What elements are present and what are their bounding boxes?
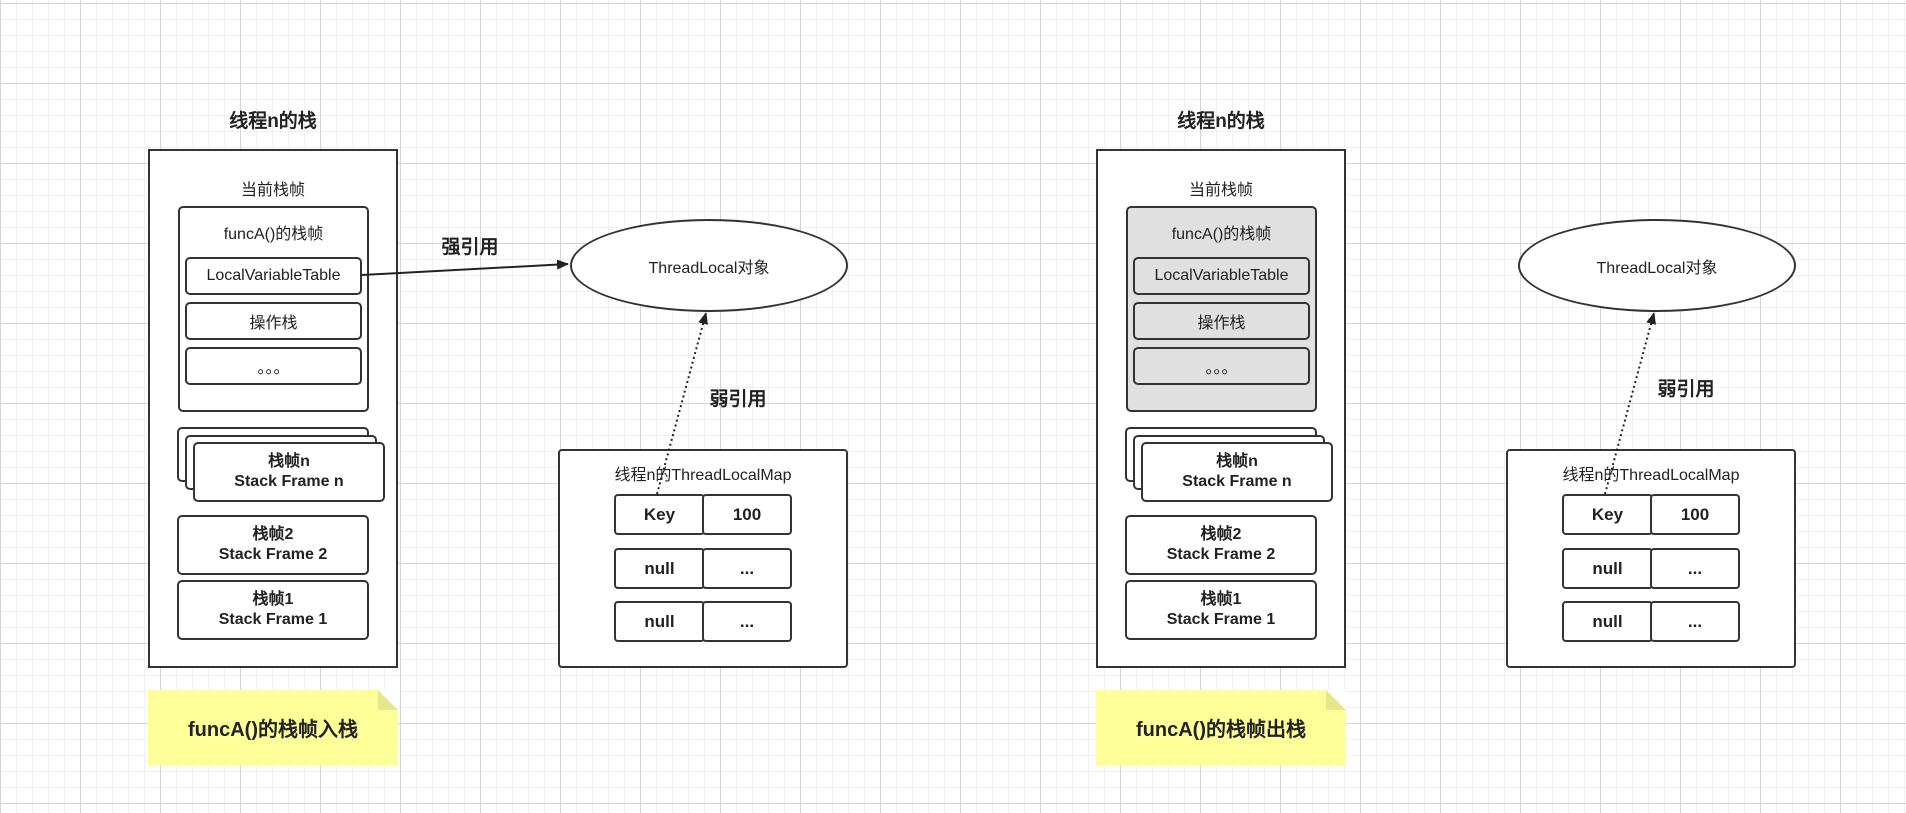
funcA-row-operand-stack: 操作栈 bbox=[185, 302, 362, 340]
stack-frame-n-en: Stack Frame n bbox=[234, 473, 344, 490]
note-fold bbox=[1326, 690, 1346, 710]
stack-frame-n-en: Stack Frame n bbox=[1182, 473, 1292, 490]
map-key-cell: Key bbox=[614, 494, 705, 535]
connectors bbox=[361, 259, 708, 495]
threadlocal-object: ThreadLocal对象 bbox=[1518, 219, 1796, 312]
funcA-row-localvariabletable: LocalVariableTable bbox=[1133, 257, 1310, 295]
map-value-cell: 100 bbox=[702, 494, 792, 535]
note-text: funcA()的栈帧出栈 bbox=[1136, 719, 1306, 741]
note-fold bbox=[378, 690, 398, 710]
weak-reference-arrow bbox=[1604, 312, 1656, 495]
stack-frame-2: 栈帧2 Stack Frame 2 bbox=[177, 515, 369, 575]
funcA-frame-label: funcA()的栈帧 bbox=[1171, 226, 1272, 243]
diagram-panel-push: 线程n的栈 当前栈帧 funcA()的栈帧 LocalVariableTable… bbox=[0, 0, 950, 813]
stack-frame-2-en: Stack Frame 2 bbox=[1166, 546, 1276, 563]
stack-frame-1-en: Stack Frame 1 bbox=[218, 611, 328, 628]
map-key-cell: Key bbox=[1562, 494, 1653, 535]
threadlocal-object: ThreadLocal对象 bbox=[570, 219, 848, 312]
strong-reference-label: 强引用 bbox=[441, 236, 499, 258]
threadlocalmap-title: 线程n的ThreadLocalMap bbox=[1562, 467, 1740, 484]
diagram-panel-pop: 线程n的栈 当前栈帧 funcA()的栈帧 LocalVariableTable… bbox=[948, 0, 1898, 813]
sticky-note: funcA()的栈帧入栈 bbox=[148, 690, 398, 765]
strong-reference-arrow bbox=[361, 259, 569, 276]
stack-frame-n: 栈帧n Stack Frame n bbox=[193, 442, 385, 502]
stack-frame-1-en: Stack Frame 1 bbox=[1166, 611, 1276, 628]
map-key-cell: null bbox=[1562, 601, 1653, 642]
map-value-cell: ... bbox=[1650, 548, 1740, 589]
current-frame-label: 当前栈帧 bbox=[240, 182, 305, 199]
funcA-row-ellipsis: 。。。 bbox=[1133, 347, 1310, 385]
map-value-cell: ... bbox=[1650, 601, 1740, 642]
stack-frame-2-en: Stack Frame 2 bbox=[218, 546, 328, 563]
stack-frame-n-cn: 栈帧n bbox=[268, 453, 310, 470]
funcA-row-operand-stack: 操作栈 bbox=[1133, 302, 1310, 340]
stack-frame-1-cn: 栈帧1 bbox=[1200, 591, 1242, 608]
stack-frame-1-cn: 栈帧1 bbox=[252, 591, 294, 608]
stack-title: 线程n的栈 bbox=[1177, 110, 1265, 132]
weak-reference-label: 弱引用 bbox=[1657, 378, 1715, 400]
funcA-frame-label: funcA()的栈帧 bbox=[223, 226, 324, 243]
funcA-row-ellipsis: 。。。 bbox=[185, 347, 362, 385]
note-text: funcA()的栈帧入栈 bbox=[188, 719, 358, 741]
sticky-note: funcA()的栈帧出栈 bbox=[1096, 690, 1346, 765]
funcA-row-localvariabletable: LocalVariableTable bbox=[185, 257, 362, 295]
stack-frame-2-cn: 栈帧2 bbox=[252, 526, 294, 543]
stack-frame-1: 栈帧1 Stack Frame 1 bbox=[177, 580, 369, 640]
map-value-cell: ... bbox=[702, 548, 792, 589]
map-value-cell: ... bbox=[702, 601, 792, 642]
connectors bbox=[1604, 312, 1656, 495]
stack-frame-2: 栈帧2 Stack Frame 2 bbox=[1125, 515, 1317, 575]
stack-frame-1: 栈帧1 Stack Frame 1 bbox=[1125, 580, 1317, 640]
stack-frame-n: 栈帧n Stack Frame n bbox=[1141, 442, 1333, 502]
map-value-cell: 100 bbox=[1650, 494, 1740, 535]
current-frame-label: 当前栈帧 bbox=[1188, 182, 1253, 199]
stack-frame-2-cn: 栈帧2 bbox=[1200, 526, 1242, 543]
map-key-cell: null bbox=[614, 548, 705, 589]
weak-reference-arrow bbox=[656, 312, 708, 495]
weak-reference-label: 弱引用 bbox=[709, 388, 767, 410]
stack-frame-n-cn: 栈帧n bbox=[1216, 453, 1258, 470]
threadlocalmap-title: 线程n的ThreadLocalMap bbox=[614, 467, 792, 484]
stack-title: 线程n的栈 bbox=[229, 110, 317, 132]
